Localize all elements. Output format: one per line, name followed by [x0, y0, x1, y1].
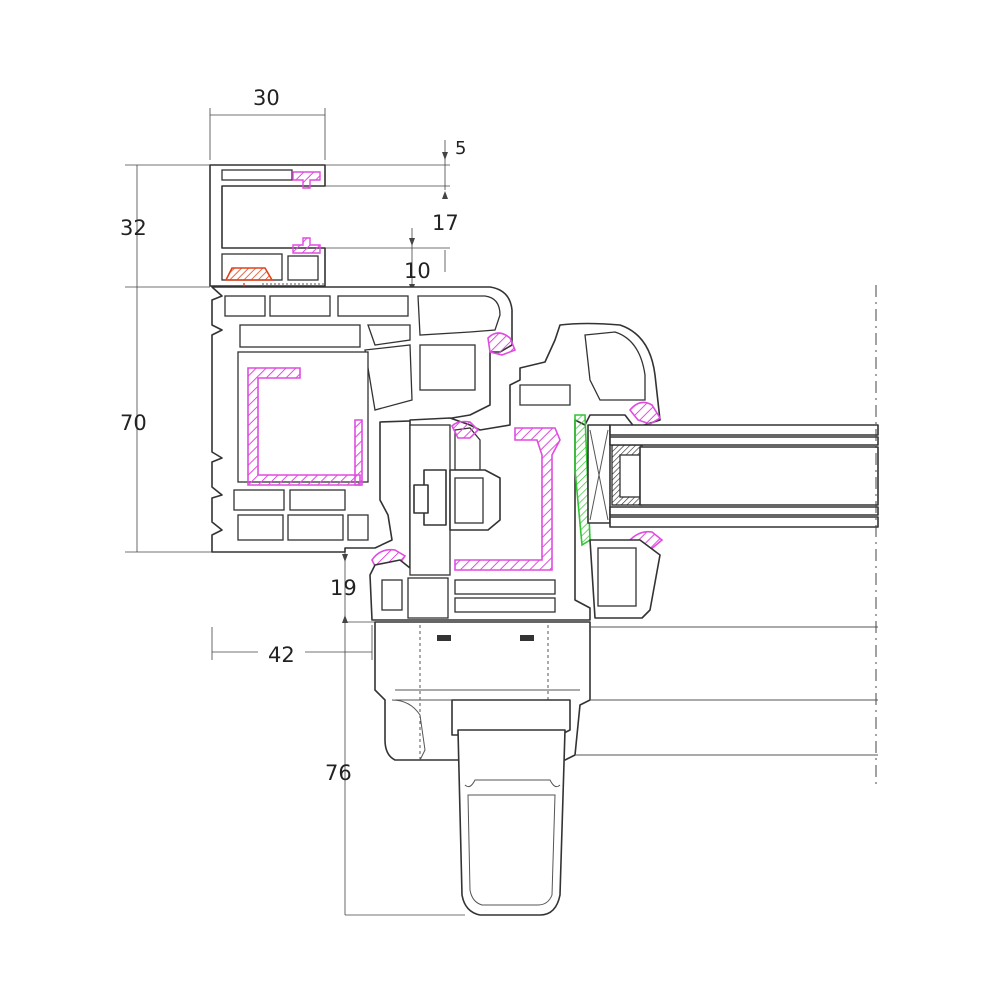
- dim-frame-depth: 42: [268, 643, 295, 667]
- window-handle: [391, 699, 571, 916]
- lower-sash-outline: [374, 621, 878, 761]
- sash-profile: [369, 322, 664, 621]
- dimension-labels: 30 5 17 10 32 70 19 42 76: [120, 86, 466, 785]
- glazing-unit: [587, 285, 879, 785]
- dim-gap: 17: [432, 211, 459, 235]
- dim-upper-height: 32: [120, 216, 147, 240]
- top-coupler-profile: [209, 164, 326, 318]
- screw-icon: [224, 267, 274, 281]
- dim-handle-depth: 76: [325, 761, 352, 785]
- dim-frame-height: 70: [120, 411, 147, 435]
- dim-top-width: 30: [253, 86, 280, 110]
- main-frame-profile: [211, 286, 513, 574]
- dim-small-top: 5: [455, 138, 466, 159]
- dim-offset: 10: [404, 259, 431, 283]
- dimension-lines: [125, 108, 465, 916]
- dim-sill: 19: [330, 576, 357, 600]
